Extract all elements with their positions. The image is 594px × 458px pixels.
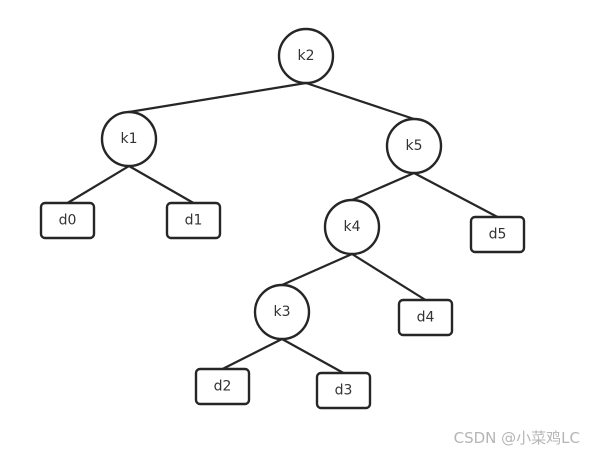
key-node-k1: k1 — [100, 110, 158, 168]
edge-k4-k3 — [280, 252, 354, 287]
edge-k2-k5 — [304, 81, 416, 121]
dummy-node-d3-box — [315, 371, 372, 410]
dummy-node-d1-box — [165, 201, 222, 240]
key-node-k5-circle — [385, 117, 443, 175]
key-node-k2-circle — [277, 27, 335, 85]
dummy-node-d0: d0 — [39, 201, 96, 240]
dummy-node-d2-box — [194, 367, 251, 406]
dummy-node-d1: d1 — [165, 201, 222, 240]
dummy-node-d4-box — [397, 298, 454, 337]
tree-edges — [66, 81, 499, 375]
dummy-node-d3-label: d3 — [335, 383, 353, 399]
edge-k5-d5 — [412, 171, 499, 219]
dummy-node-d5-label: d5 — [489, 227, 507, 243]
dummy-node-d2: d2 — [194, 367, 251, 406]
key-node-k4-circle — [323, 198, 381, 256]
dummy-node-d1-label: d1 — [185, 213, 203, 229]
key-node-k3-label: k3 — [273, 304, 290, 320]
dummy-node-d4-label: d4 — [417, 310, 435, 326]
key-node-k5: k5 — [385, 117, 443, 175]
dummy-node-d5: d5 — [469, 215, 526, 254]
key-node-k5-label: k5 — [405, 138, 422, 154]
key-node-k2: k2 — [277, 27, 335, 85]
key-node-k4: k4 — [323, 198, 381, 256]
dummy-node-d2-label: d2 — [214, 379, 232, 395]
dummy-node-d0-label: d0 — [59, 213, 77, 229]
key-node-k3: k3 — [253, 283, 311, 341]
dummy-node-d0-box — [39, 201, 96, 240]
tree-nodes: k2 k1 k5 k4 k3 d0 d1 d5 — [39, 27, 526, 410]
key-node-k3-circle — [253, 283, 311, 341]
edge-k3-d3 — [280, 337, 345, 375]
edge-k2-k1 — [127, 81, 308, 114]
edge-k5-k4 — [350, 171, 416, 202]
key-node-k2-label: k2 — [297, 48, 314, 64]
edge-k1-d1 — [127, 164, 195, 205]
key-node-k1-circle — [100, 110, 158, 168]
edge-k1-d0 — [66, 164, 131, 205]
edge-k3-d2 — [221, 337, 284, 371]
edge-k4-d4 — [350, 252, 427, 302]
dummy-node-d3: d3 — [315, 371, 372, 410]
watermark-text: CSDN @小菜鸡LC — [453, 429, 580, 447]
dummy-node-d5-box — [469, 215, 526, 254]
dummy-node-d4: d4 — [397, 298, 454, 337]
key-node-k1-label: k1 — [120, 131, 137, 147]
key-node-k4-label: k4 — [343, 219, 360, 235]
